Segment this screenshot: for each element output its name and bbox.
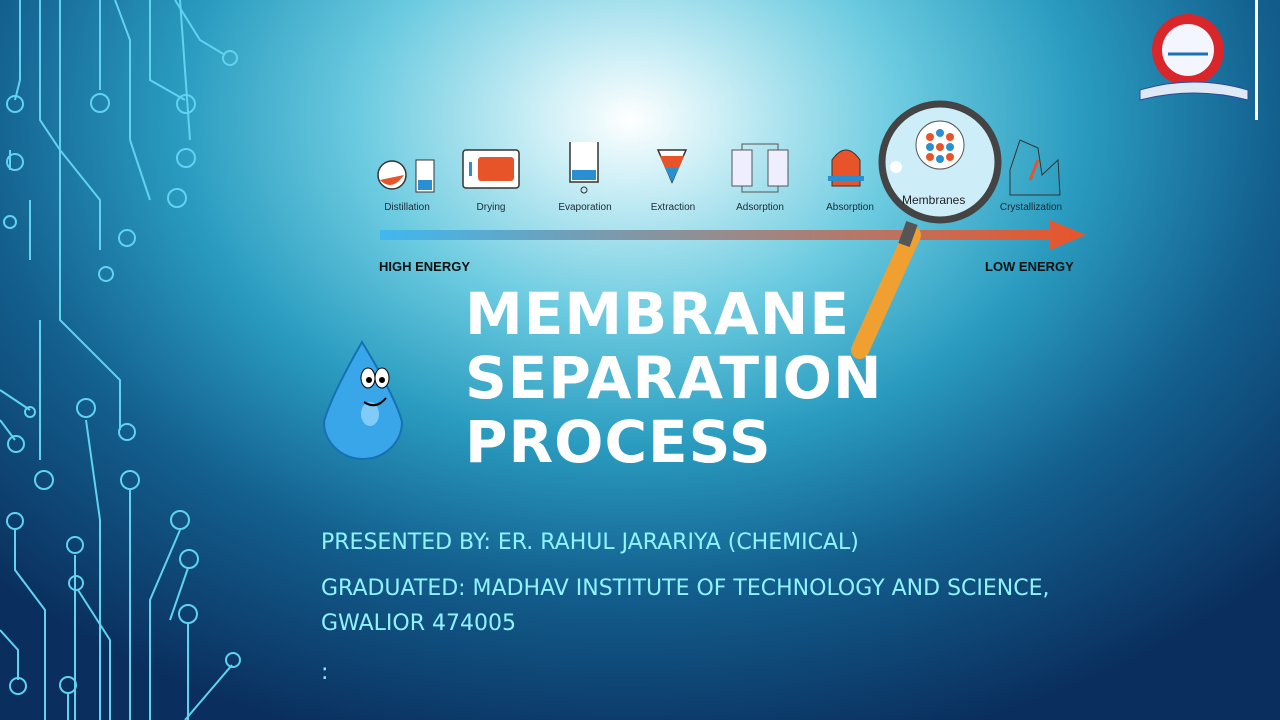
divider	[1255, 0, 1258, 120]
process-icons	[377, 139, 1086, 250]
presenter-text: PRESENTED BY: ER. RAHUL JARARIYA (CHEMIC…	[321, 530, 859, 555]
step-membranes: Membranes	[902, 193, 966, 207]
institute-logo	[1139, 14, 1249, 101]
graduated-line-2: GWALIOR 474005	[321, 611, 516, 636]
title-line-2: SEPARATION	[465, 344, 883, 412]
title-line-1: MEMBRANE	[465, 280, 850, 348]
step-adsorption: Adsorption	[736, 202, 784, 213]
high-energy-label: HIGH ENERGY	[379, 259, 471, 274]
water-drop-mascot-icon	[322, 340, 404, 460]
page-title: MEMBRANE SEPARATION PROCESS	[465, 282, 883, 474]
separation-energy-diagram: Distillation Drying Evaporation Extracti…	[370, 120, 1090, 280]
extra-text: :	[321, 660, 329, 685]
crystallization-icon	[1009, 139, 1061, 196]
circuit-decoration	[0, 0, 241, 720]
title-line-3: PROCESS	[465, 408, 772, 476]
step-evaporation: Evaporation	[558, 202, 612, 213]
step-crystallization: Crystallization	[999, 202, 1063, 213]
adsorption-icon	[731, 143, 789, 193]
absorption-icon	[828, 149, 864, 187]
graduated-line-1: GRADUATED: MADHAV INSTITUTE OF TECHNOLOG…	[321, 576, 1050, 601]
evaporation-icon	[569, 142, 599, 194]
distillation-icon	[377, 159, 435, 193]
step-distillation: Distillation	[384, 202, 430, 213]
step-drying: Drying	[476, 202, 506, 213]
extraction-icon	[656, 149, 688, 184]
energy-arrow	[380, 220, 1086, 250]
step-absorption: Absorption	[826, 202, 874, 213]
step-extraction: Extraction	[650, 202, 696, 213]
magnifier-icon	[851, 100, 1002, 359]
drying-icon	[462, 149, 520, 189]
low-energy-label: LOW ENERGY	[985, 259, 1074, 274]
